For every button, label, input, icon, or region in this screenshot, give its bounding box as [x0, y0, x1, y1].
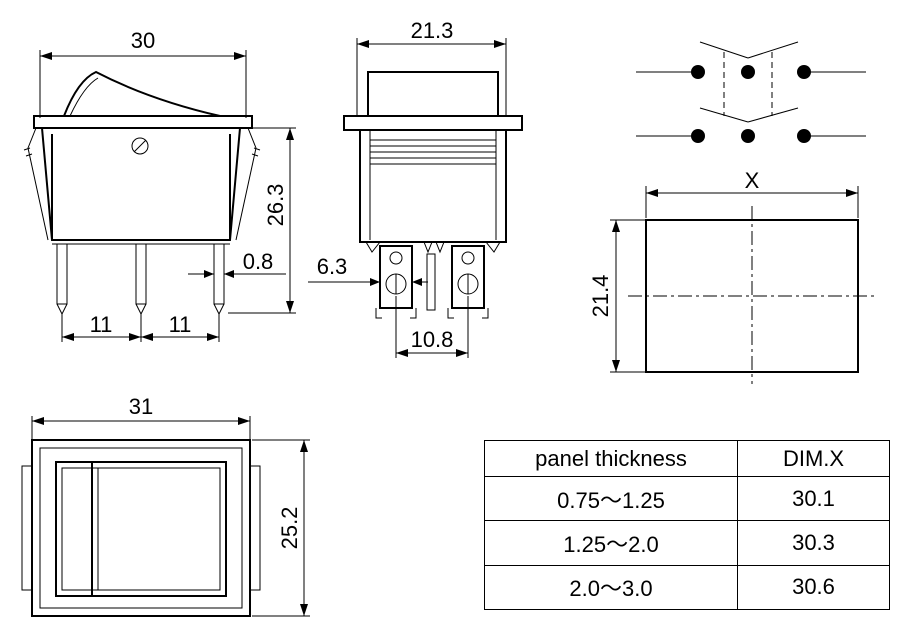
dim-terminal-width: 6.3 — [317, 254, 348, 279]
table-cell: 30.3 — [737, 520, 890, 566]
dim-pin-pitch-left: 11 — [90, 312, 113, 337]
table-header-cell: panel thickness — [484, 439, 738, 478]
table-row: 1.25～2.0 30.3 — [484, 520, 890, 566]
table-cell: 30.6 — [737, 564, 890, 611]
table-cell: 1.25～2.0 — [484, 520, 738, 566]
top-view: 31 25.2 — [21, 394, 310, 617]
panel-thickness-table: panel thickness DIM.X 0.75～1.25 30.1 1.2… — [484, 439, 890, 611]
table-cell: 0.75～1.25 — [484, 476, 738, 522]
dim-pin-thickness: 0.8 — [243, 249, 274, 274]
circuit-schematic — [636, 41, 866, 143]
panel-cutout: X 21.4 — [588, 168, 874, 384]
table-row: 0.75～1.25 30.1 — [484, 476, 890, 522]
front-view: 21.3 6.3 — [308, 18, 523, 358]
table-cell: 30.1 — [737, 476, 890, 522]
dim-side-width: 30 — [131, 28, 155, 53]
table-header-cell: DIM.X — [737, 439, 890, 478]
dim-cutout-width: X — [745, 168, 760, 193]
table-header-row: panel thickness DIM.X — [484, 439, 890, 478]
side-view: 30 26.3 — [23, 28, 296, 342]
dim-cutout-height: 21.4 — [588, 275, 613, 318]
dim-top-height: 25.2 — [277, 507, 302, 550]
dim-side-height: 26.3 — [263, 184, 288, 227]
dim-front-width: 21.3 — [411, 18, 454, 43]
table-cell: 2.0～3.0 — [484, 564, 738, 611]
dim-terminal-pitch: 10.8 — [411, 327, 454, 352]
dim-pin-pitch-right: 11 — [169, 312, 192, 337]
dim-top-width: 31 — [129, 394, 153, 419]
table-row: 2.0～3.0 30.6 — [484, 564, 890, 611]
